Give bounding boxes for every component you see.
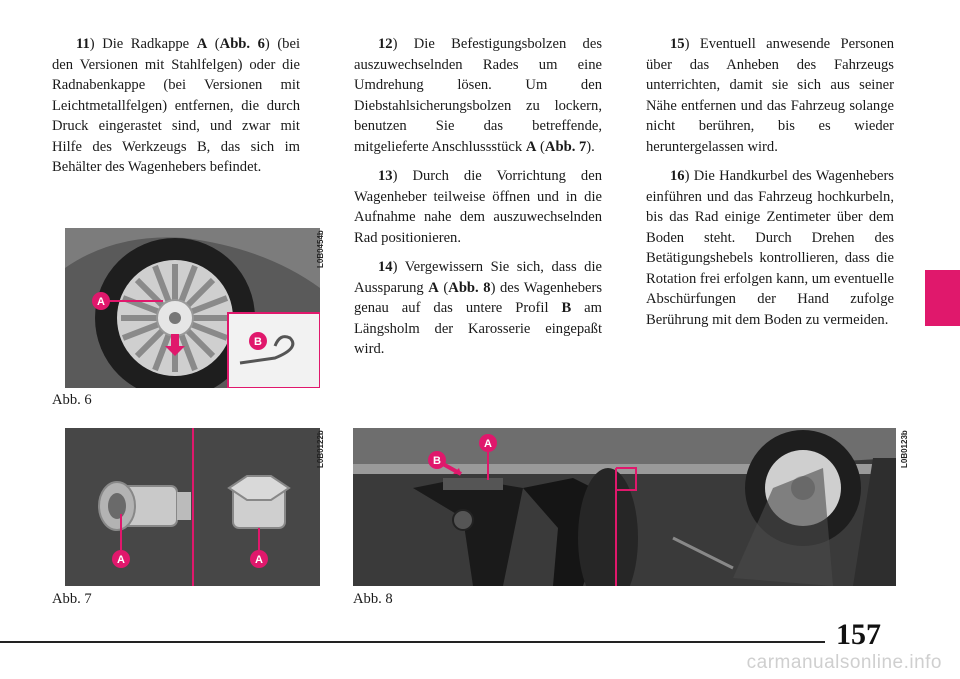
step-number: 15: [670, 36, 685, 52]
wheel-illustration: A B: [65, 228, 320, 388]
figure-code: L0B0123b: [900, 430, 909, 468]
text: ) Die Radkappe: [89, 36, 197, 52]
label-a: A: [255, 554, 263, 566]
figure-code: L0B0122b: [316, 430, 325, 468]
jack-illustration: A B: [353, 428, 896, 586]
figure-reference: Abb. 8: [448, 279, 491, 296]
figure-reference: Abb. 6: [219, 36, 265, 52]
label-b: B: [254, 336, 262, 348]
section-tab: [925, 270, 960, 326]
text: (: [207, 36, 220, 52]
text: ) Die Befestigungsbolzen des auszuwechse…: [354, 36, 602, 155]
text: ).: [586, 138, 595, 155]
text: (: [438, 279, 449, 296]
text-column-1: 11) Die Radkappe A (Abb. 6) (bei den Ver…: [52, 34, 300, 187]
paragraph-15: 15) Eventuell anwesende Personen über da…: [646, 34, 894, 157]
paragraph-11: 11) Die Radkappe A (Abb. 6) (bei den Ver…: [52, 34, 300, 178]
figure-caption: Abb. 6: [52, 392, 92, 408]
figure-reference: Abb. 7: [544, 138, 587, 155]
label-a: A: [97, 296, 105, 308]
paragraph-16: 16) Die Handkurbel des Wagenhebers einfü…: [646, 166, 894, 330]
reference-label: A: [196, 36, 208, 52]
text: (: [536, 138, 545, 155]
paragraph-14: 14) Vergewissern Sie sich, dass die Auss…: [354, 257, 602, 360]
figure-8-jack: A B: [353, 428, 896, 586]
reference-label: A: [428, 279, 439, 296]
step-number: 12: [378, 36, 393, 52]
step-number: 13: [378, 168, 393, 184]
paragraph-13: 13) Durch die Vorrichtung den Wagenheber…: [354, 166, 602, 248]
paragraph-12: 12) Die Befestigungsbolzen des auszuwech…: [354, 34, 602, 157]
text: ) (bei den Versionen mit Stahlfelgen) od…: [52, 36, 301, 175]
text: am Längsholm der Karosserie eingepaßt wi…: [354, 300, 602, 357]
watermark: carmanualsonline.info: [746, 652, 942, 673]
text: ) Die Handkurbel des Wagenhebers einführ…: [646, 168, 895, 328]
label-a: A: [484, 438, 492, 450]
step-number: 14: [378, 259, 393, 275]
text: ) Vergewissern Sie sich, dass die Ausspa…: [354, 259, 602, 296]
reference-label: A: [525, 138, 537, 155]
text-column-2: 12) Die Befestigungsbolzen des auszuwech…: [354, 34, 602, 369]
figure-code: L0B0454b: [316, 230, 325, 268]
page-divider: [0, 641, 825, 643]
label-b: B: [433, 455, 441, 467]
text: ) Durch die Vorrichtung den Wagenheber t…: [354, 168, 602, 246]
adapter-illustration: A A: [65, 428, 320, 586]
step-number: 11: [76, 36, 90, 52]
label-a: A: [117, 554, 125, 566]
figure-caption: Abb. 7: [52, 591, 92, 607]
figure-6-wheel-cap: A B: [65, 228, 320, 388]
figure-caption: Abb. 8: [353, 591, 393, 607]
text-column-3: 15) Eventuell anwesende Personen über da…: [646, 34, 894, 339]
text: ) des Wagenhebers genau auf das untere P…: [354, 279, 603, 317]
text: ) Eventuell anwesende Personen über das …: [646, 36, 894, 155]
step-number: 16: [670, 168, 685, 184]
reference-label: B: [561, 300, 572, 316]
figure-7-adapter: A A: [65, 428, 320, 586]
page-number: 157: [836, 618, 881, 651]
